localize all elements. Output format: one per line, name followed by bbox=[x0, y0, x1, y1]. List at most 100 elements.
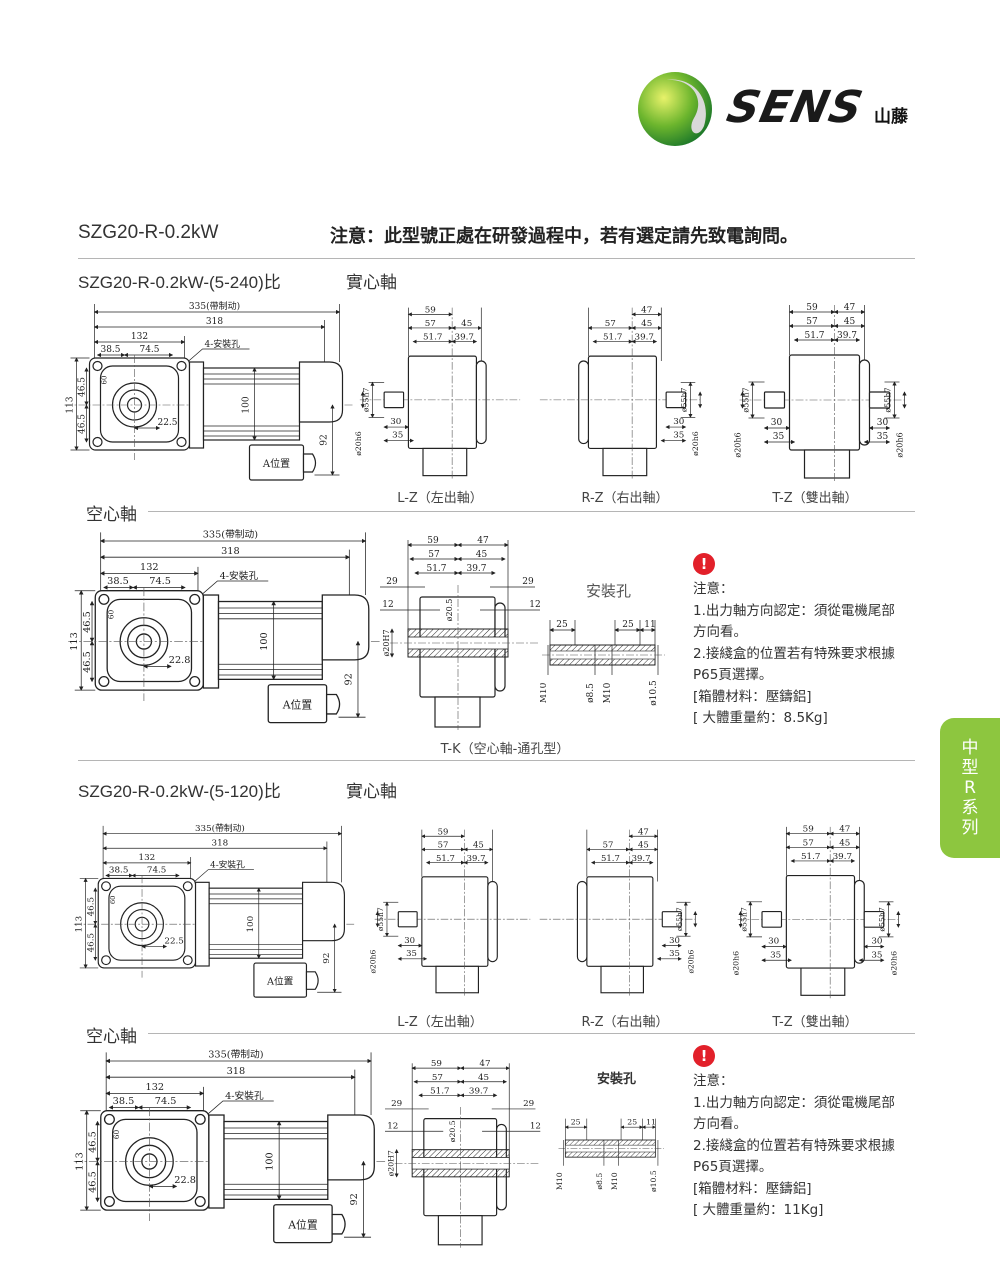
bolt-hole bbox=[103, 1196, 115, 1208]
bolt-hole bbox=[182, 881, 193, 892]
dimension-label: 57 bbox=[803, 838, 814, 848]
dimension-label: 45 bbox=[473, 840, 484, 850]
dimension-label: 29 bbox=[391, 1099, 402, 1109]
bolt-hole bbox=[182, 955, 193, 966]
section-shaft-type: 實心軸 bbox=[346, 782, 397, 802]
dimension-label: 45 bbox=[461, 319, 472, 329]
view-label-rz: R-Z（右出軸） bbox=[581, 1015, 669, 1030]
dimension-label: 60 bbox=[107, 609, 116, 619]
dimension-label: 30 bbox=[669, 935, 680, 945]
dimension-label: M10 bbox=[610, 1172, 619, 1190]
dimension-label: ø20.5 bbox=[445, 599, 454, 622]
series-side-tab[interactable]: 中 型 R 系 列 bbox=[940, 718, 1000, 858]
gearbox-body bbox=[587, 355, 658, 450]
dimension-label: ø8.5 bbox=[586, 683, 596, 703]
dimension-label: 74.5 bbox=[155, 1096, 177, 1107]
dimension-label: 38.5 bbox=[113, 1096, 135, 1107]
mount-holes-label: 4-安裝孔 bbox=[210, 859, 245, 871]
dimension-label: ø20h6 bbox=[732, 951, 741, 976]
dimension-label: 59 bbox=[431, 1059, 442, 1069]
dimension-label: M10 bbox=[555, 1172, 564, 1190]
dimension-label: 57 bbox=[806, 317, 818, 327]
note-line: 2.接綫盒的位置若有特殊要求根據 bbox=[693, 645, 895, 662]
dimension-label: 318 bbox=[212, 838, 229, 848]
dimension-label: 25 bbox=[556, 620, 568, 630]
dimension-label: ø55h7 bbox=[739, 907, 748, 932]
end-cap bbox=[321, 594, 370, 661]
dimension-label: ø20H7 bbox=[382, 629, 391, 656]
dimension-label: 59 bbox=[438, 826, 449, 836]
collar bbox=[208, 1114, 225, 1209]
dimension-label: 57 bbox=[438, 840, 449, 850]
dimension-label: 59 bbox=[806, 303, 818, 313]
dimension-label: ø55h7 bbox=[680, 388, 689, 413]
dimension-label: 47 bbox=[844, 303, 856, 313]
note-block: ! 注意：1.出力軸方向認定：須從電機尾部方向看。2.接綫盒的位置若有特殊要求根… bbox=[693, 553, 933, 730]
development-notice: 注意：此型號正處在研發過程中，若有選定請先致電詢問。 bbox=[330, 226, 798, 247]
dimension-label: ø55h7 bbox=[675, 907, 684, 931]
dimension-label: 22.8 bbox=[174, 1175, 196, 1186]
gearbox-cover bbox=[578, 360, 590, 445]
dimension-label: 45 bbox=[476, 550, 488, 560]
dimension-label: ø20h6 bbox=[889, 951, 898, 976]
dimension-label: ø55h7 bbox=[878, 907, 887, 932]
hollow-shaft-heading: 空心軸 bbox=[86, 505, 137, 525]
dimension-label: 35 bbox=[770, 950, 781, 960]
motor-stub bbox=[435, 965, 479, 994]
output-shaft bbox=[868, 391, 891, 409]
mount-hole-title: 安裝孔 bbox=[597, 1072, 637, 1087]
motor-body bbox=[202, 367, 301, 441]
end-cap bbox=[301, 881, 345, 942]
dimension-label: 30 bbox=[768, 937, 779, 947]
dimension-label: 39.7 bbox=[635, 333, 654, 343]
dimension-label: 51.7 bbox=[430, 1086, 449, 1096]
dimension-label: 57 bbox=[603, 840, 614, 850]
dimension-label: 335(帶制动) bbox=[203, 528, 258, 541]
motor-stub bbox=[437, 1215, 483, 1246]
dimension-label: 45 bbox=[478, 1073, 489, 1083]
dimension-label: 318 bbox=[227, 1066, 246, 1077]
note-line: 1.出力軸方向認定：須從電機尾部 bbox=[693, 602, 895, 619]
dimension-label: ø55h7 bbox=[884, 387, 893, 412]
motor-stub bbox=[434, 696, 481, 728]
dimension-label: 46.5 bbox=[86, 933, 96, 952]
dimension-label: 39.7 bbox=[632, 853, 651, 863]
note-line: 注意： bbox=[693, 1073, 734, 1089]
view-label-tz: T-Z（雙出軸） bbox=[772, 491, 858, 506]
view-label-tz: T-Z（雙出軸） bbox=[772, 1015, 858, 1030]
dimension-label: ø55h7 bbox=[742, 387, 751, 412]
view-label-tk: T-K（空心軸-通孔型） bbox=[440, 742, 570, 757]
dimension-label: ø20h6 bbox=[355, 431, 363, 456]
mount-holes-label: 4-安裝孔 bbox=[220, 569, 259, 582]
dimension-label: 39.7 bbox=[837, 331, 857, 341]
dimension-label: 46.5 bbox=[87, 1171, 98, 1193]
motor-stub bbox=[600, 965, 644, 994]
dimension-label: 47 bbox=[479, 1059, 490, 1069]
bolt-hole bbox=[194, 1196, 206, 1208]
note-line: 方向看。 bbox=[693, 624, 747, 640]
dimension-label: ø20.5 bbox=[448, 1120, 457, 1142]
dimension-label: 12 bbox=[387, 1121, 398, 1131]
collar bbox=[188, 361, 205, 449]
bolt-hole bbox=[98, 593, 110, 605]
dimension-label: 29 bbox=[522, 577, 534, 587]
dimension-label: ø10.5 bbox=[649, 1170, 658, 1192]
bolt-hole bbox=[92, 436, 103, 448]
note-line: [箱體材料：壓鑄鋁] bbox=[693, 688, 812, 705]
dimension-label: 46.5 bbox=[82, 611, 93, 633]
dimension-label: 30 bbox=[404, 935, 415, 945]
note-line: 1.出力軸方向認定：須從電機尾部 bbox=[693, 1094, 895, 1111]
gearbox-cover bbox=[576, 880, 588, 963]
divider bbox=[148, 1033, 915, 1034]
dimension-label: 51.7 bbox=[801, 852, 820, 862]
dimension-label: 45 bbox=[839, 838, 850, 848]
dimension-label: ø55h7 bbox=[362, 388, 371, 413]
warning-icon: ! bbox=[693, 1045, 715, 1067]
terminal-box-label: A位置 bbox=[287, 1218, 318, 1232]
dimension-label: 29 bbox=[523, 1099, 534, 1109]
dimension-label: 47 bbox=[839, 825, 850, 835]
dimension-label: ø55h7 bbox=[376, 907, 385, 931]
